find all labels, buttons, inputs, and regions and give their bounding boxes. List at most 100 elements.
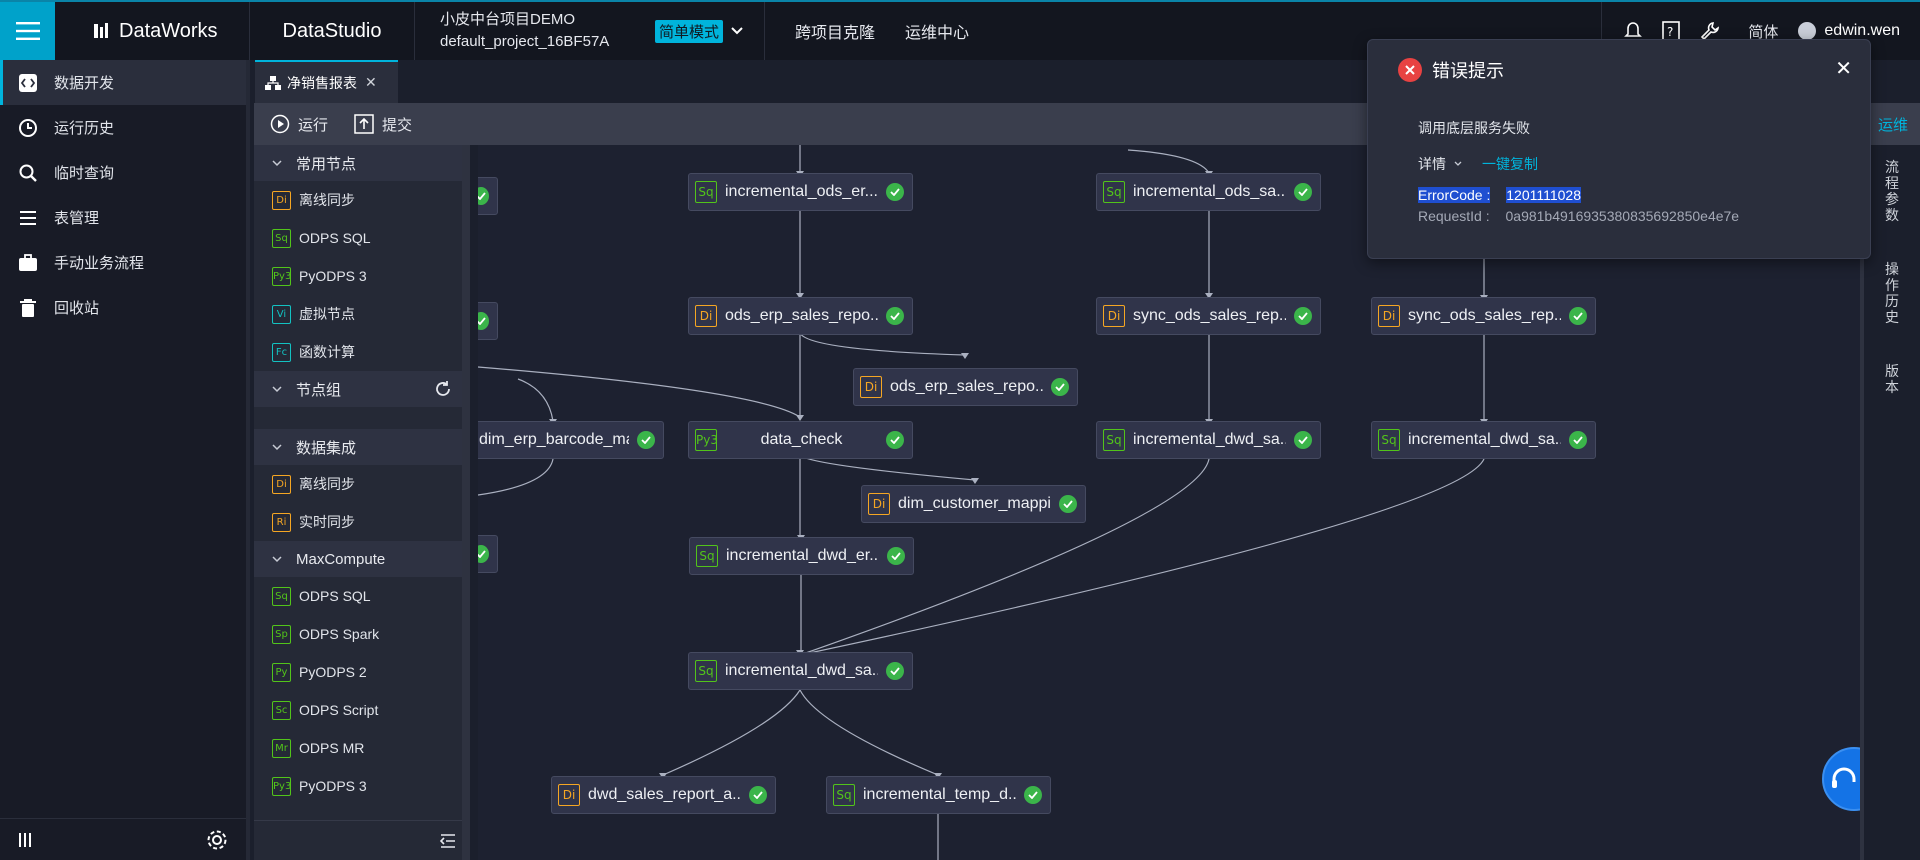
close-icon[interactable]: ✕	[365, 74, 377, 90]
dag-node[interactable]: Di sync_ods_sales_rep...	[1096, 297, 1321, 335]
sidebar-item-manual-flow[interactable]: 手动业务流程	[0, 240, 246, 285]
sql-icon: Sq	[696, 545, 718, 567]
sidebar-item-recycle-bin[interactable]: 回收站	[0, 285, 246, 330]
bell-icon[interactable]	[1624, 21, 1643, 41]
dag-node-partial[interactable]	[478, 535, 498, 573]
success-check-icon	[1294, 307, 1312, 325]
headset-icon	[1832, 767, 1856, 788]
dag-node-partial[interactable]	[478, 177, 498, 215]
workflow-icon	[265, 75, 281, 90]
nav-cross-project-clone[interactable]: 跨项目克隆	[795, 25, 876, 42]
di-icon: Di	[1103, 305, 1125, 327]
python-icon: Py3	[695, 429, 718, 451]
float-help-button[interactable]	[1822, 747, 1860, 811]
node-label: incremental_ods_sa...	[1133, 183, 1286, 200]
run-button[interactable]: 运行	[270, 114, 328, 135]
group-maxcompute[interactable]: MaxCompute	[254, 541, 462, 577]
rail-op-history[interactable]: 操作历史	[1885, 261, 1899, 325]
sidebar-item-adhoc-query[interactable]: 临时查询	[0, 150, 246, 195]
collapse-panel-icon[interactable]	[440, 834, 456, 848]
chevron-down-icon[interactable]	[1454, 161, 1462, 167]
close-icon[interactable]: ✕	[1835, 58, 1852, 80]
sidebar-item-label: 临时查询	[54, 165, 115, 182]
project-id: default_project_16BF57A	[440, 33, 610, 50]
sql-icon: Sq	[695, 181, 717, 203]
dag-node-partial[interactable]	[478, 302, 498, 340]
empty-group-spacer	[254, 407, 462, 429]
success-check-icon	[749, 786, 767, 804]
user-menu[interactable]: edwin.wen	[1798, 22, 1920, 40]
success-check-icon	[1051, 378, 1069, 396]
dataworks-logo[interactable]: DataWorks	[55, 2, 250, 60]
sidebar-item-label: 回收站	[54, 300, 100, 317]
wrench-icon[interactable]	[1700, 21, 1720, 41]
python-icon: Py3	[272, 266, 291, 286]
node-label: incremental_dwd_sa...	[1133, 431, 1286, 448]
success-check-icon	[886, 431, 904, 449]
upload-icon	[354, 114, 374, 134]
success-check-icon	[478, 312, 489, 330]
main-menu-button[interactable]	[0, 2, 55, 60]
group-node-groups[interactable]: 节点组	[254, 371, 462, 407]
group-data-integration[interactable]: 数据集成	[254, 429, 462, 465]
left-sidebar: 数据开发 运行历史 临时查询 表管理 手动业务流程 回收站	[0, 60, 250, 860]
tab-net-sales-report[interactable]: 净销售报表 ✕	[255, 60, 398, 103]
studio-switcher[interactable]: DataStudio	[250, 2, 415, 60]
mode-selector[interactable]: 简单模式	[645, 2, 765, 60]
dag-node[interactable]: Sq incremental_ods_sa...	[1096, 173, 1321, 211]
refresh-icon[interactable]	[434, 380, 452, 398]
sql-icon: Sq	[1103, 181, 1125, 203]
nav-ops-center[interactable]: 运维中心	[905, 25, 970, 42]
node-label: sync_ods_sales_rep...	[1133, 307, 1286, 324]
group-label: 数据集成	[296, 439, 357, 457]
palette-item-label: 离线同步	[299, 476, 355, 492]
sidebar-item-data-dev[interactable]: 数据开发	[0, 60, 246, 105]
group-common-nodes[interactable]: 常用节点	[254, 145, 462, 181]
gear-icon[interactable]	[206, 829, 228, 851]
dag-node[interactable]: dim_erp_barcode_ma...	[478, 421, 664, 459]
detail-toggle[interactable]: 详情	[1418, 156, 1446, 172]
project-selector[interactable]: 小皮中台项目DEMO default_project_16BF57A	[415, 9, 645, 53]
submit-button[interactable]: 提交	[354, 114, 412, 135]
sidebar-item-table-mgmt[interactable]: 表管理	[0, 195, 246, 240]
rail-version[interactable]: 版本	[1885, 363, 1899, 395]
collapse-sidebar-icon[interactable]	[18, 832, 36, 848]
di-icon: Di	[868, 493, 890, 515]
node-label: dim_erp_barcode_ma...	[479, 431, 629, 448]
copy-link[interactable]: 一键复制	[1482, 156, 1538, 172]
sidebar-item-run-history[interactable]: 运行历史	[0, 105, 246, 150]
language-switch[interactable]: 简体	[1748, 23, 1779, 41]
error-message: 调用底层服务失败	[1418, 120, 1530, 136]
palette-item-label: ODPS Spark	[299, 626, 380, 642]
success-check-icon	[478, 545, 489, 563]
help-icon[interactable]: ?	[1662, 21, 1681, 41]
di-icon: Di	[860, 376, 882, 398]
rail-flow-params[interactable]: 流程参数	[1885, 159, 1899, 223]
